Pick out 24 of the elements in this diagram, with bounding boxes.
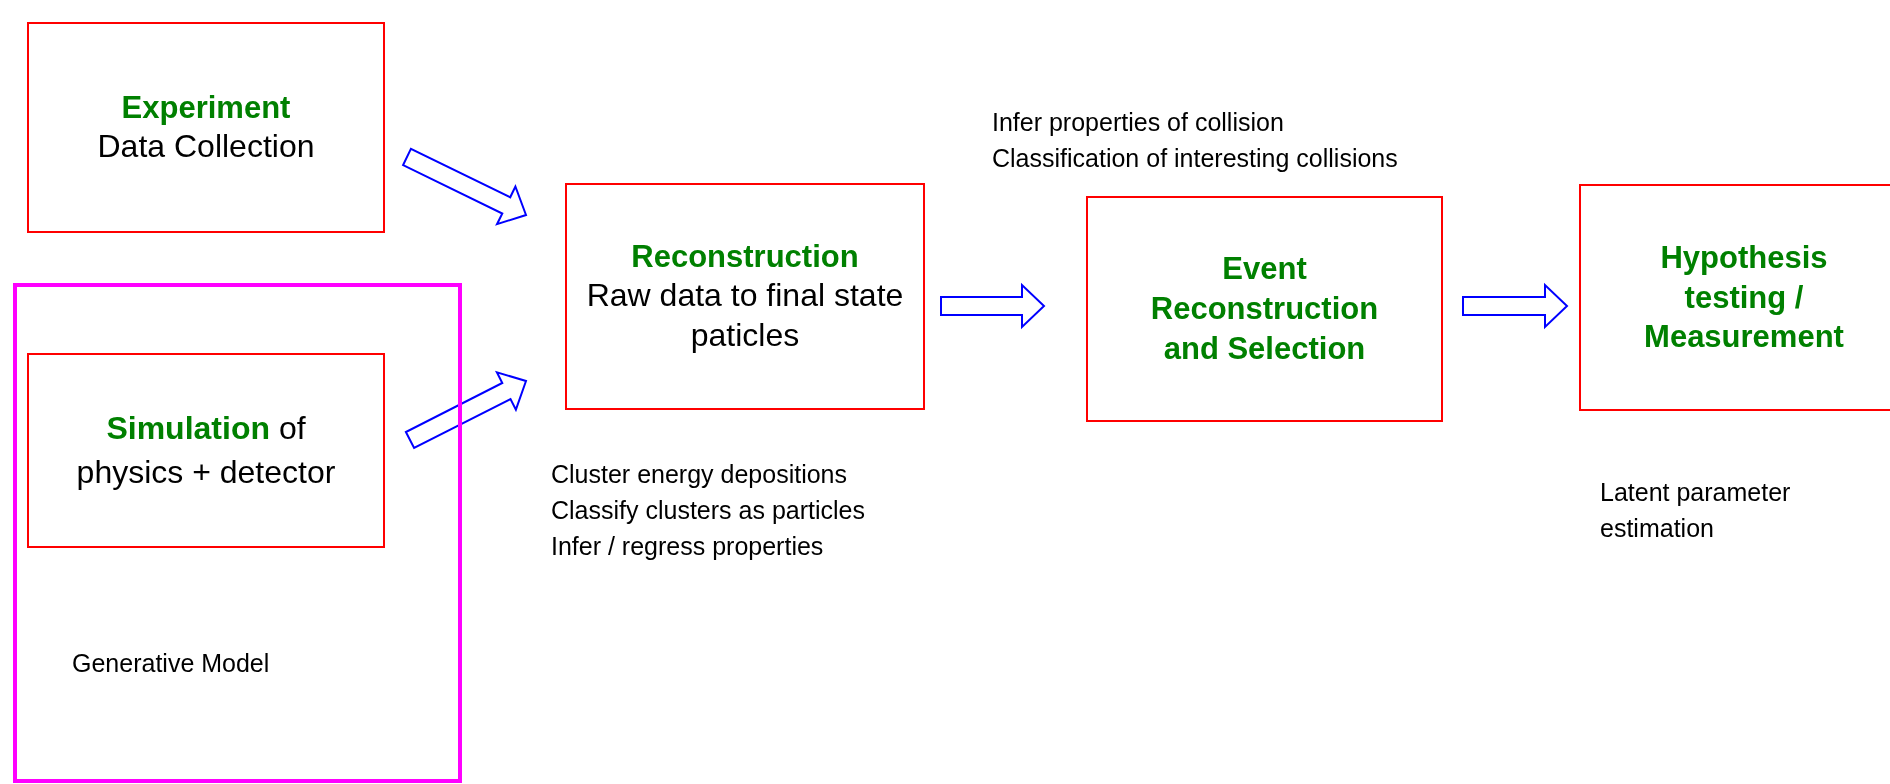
process-box [565, 183, 925, 410]
block-arrow [404, 370, 528, 450]
body-text: Raw data to final state paticles [585, 276, 905, 356]
note-text: Latent parameter estimation [1600, 477, 1792, 545]
block-arrow [940, 282, 1046, 330]
heading-text: Reconstruction [631, 237, 859, 276]
heading-text: Hypothesis testing / Measurement [1643, 239, 1845, 357]
heading-text: Experiment [121, 88, 291, 127]
body-text: Data Collection [97, 127, 315, 167]
heading-text: Event Reconstruction and Selection [1149, 250, 1380, 368]
note-text: Cluster energy depositions [551, 459, 848, 490]
note-text: Classify clusters as particles [551, 495, 866, 526]
note-text: Classification of interesting collisions [992, 143, 1399, 174]
process-box [1086, 196, 1443, 422]
group-box [13, 283, 462, 783]
note-text: Infer / regress properties [551, 531, 825, 562]
block-arrow [401, 147, 528, 226]
body-text: Simulation of physics + detector [75, 409, 337, 492]
process-box [27, 22, 385, 233]
block-arrow [1462, 282, 1569, 330]
group-label: Generative Model [72, 649, 270, 678]
process-box [1579, 184, 1890, 411]
note-text: Infer properties of collision [992, 107, 1285, 138]
process-box [27, 353, 385, 548]
